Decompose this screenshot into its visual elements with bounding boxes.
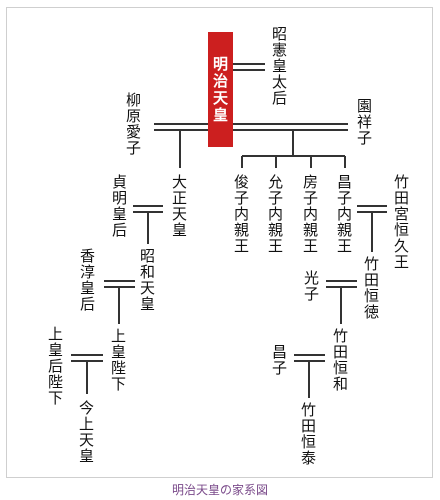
person-tsunetaka: 竹田恒泰 bbox=[299, 402, 317, 466]
person-sono: 園祥子 bbox=[355, 98, 373, 146]
family-tree-lines bbox=[71, 32, 387, 398]
person-teimei: 貞明皇后 bbox=[110, 174, 128, 238]
person-shoken: 昭憲皇太后 bbox=[270, 26, 288, 106]
person-meiji: 明治天皇 bbox=[211, 56, 229, 124]
person-tsunehisa: 竹田宮恒久王 bbox=[392, 174, 410, 270]
person-kojun: 香淳皇后 bbox=[78, 248, 96, 312]
person-jokogo: 上皇后陛下 bbox=[46, 326, 64, 406]
person-taisho: 大正天皇 bbox=[170, 174, 188, 238]
person-masako: 昌子内親王 bbox=[335, 174, 353, 254]
person-tsunenori: 竹田恒徳 bbox=[362, 256, 380, 320]
person-tsunekazu: 竹田恒和 bbox=[331, 328, 349, 392]
person-joko: 上皇陛下 bbox=[109, 328, 127, 392]
person-showa: 昭和天皇 bbox=[138, 248, 156, 312]
person-mitsuko: 光子 bbox=[302, 270, 320, 302]
person-kinjo: 今上天皇 bbox=[77, 400, 95, 464]
person-akiko: 昌子 bbox=[270, 344, 288, 376]
person-nobuko: 允子内親王 bbox=[266, 174, 284, 254]
person-yanagihara: 柳原愛子 bbox=[124, 92, 142, 156]
diagram-caption: 明治天皇の家系図 bbox=[171, 483, 268, 497]
meiji-highlight-box bbox=[208, 32, 233, 147]
diagram-frame: 明治天皇 昭憲皇太后 柳原愛子 園祥子 大正天皇 俊子内親王 允子内親王 房子内… bbox=[6, 7, 433, 478]
person-fusako: 房子内親王 bbox=[301, 174, 319, 254]
person-toshiko: 俊子内親王 bbox=[232, 174, 250, 254]
